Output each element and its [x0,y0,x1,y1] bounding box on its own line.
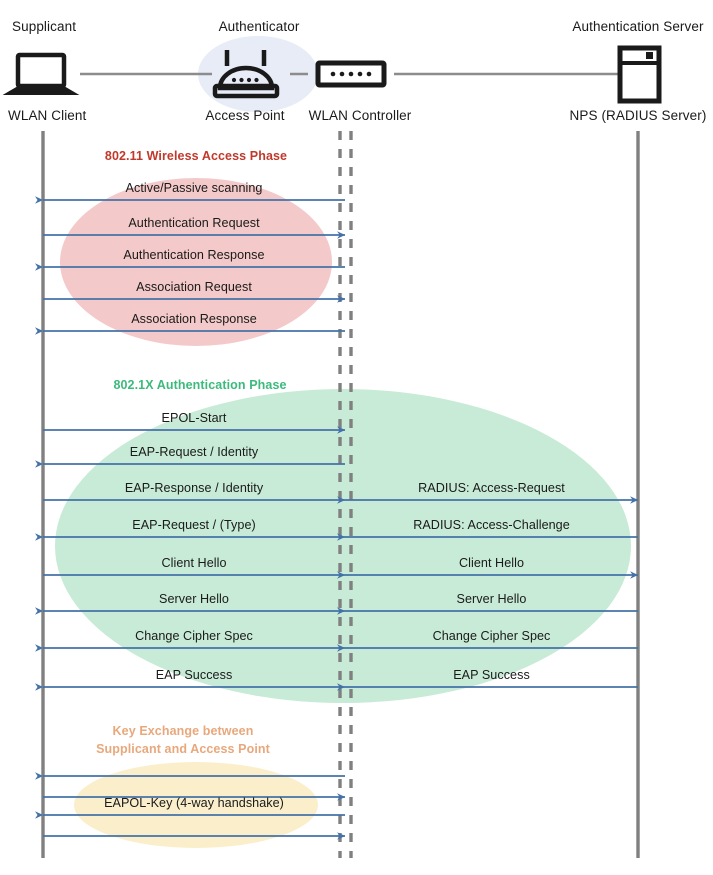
network-switch-icon [315,60,387,88]
message-label-left-6: EAP-Request / Identity [129,445,259,459]
message-label-left-9: Client Hello [161,556,227,570]
laptop-icon [2,52,80,95]
actor-caption-nps: NPS (RADIUS Server) [569,108,707,123]
message-label-left-12: EAP Success [155,668,233,682]
phase-ellipse-dot1x-authentication [55,389,631,703]
message-label-left-10: Server Hello [159,592,229,606]
message-label-left-11: Change Cipher Spec [135,629,253,643]
message-label-right-4: Change Cipher Spec [432,629,551,643]
message-label-left-1: Authentication Request [128,216,260,230]
phase-title-line: Key Exchange between [112,724,254,738]
actor-role-auth-server: Authentication Server [572,19,704,34]
message-label-right-2: Client Hello [459,556,524,570]
wireless-router-icon [212,50,280,99]
message-label-right-1: RADIUS: Access-Challenge [413,518,570,532]
phase-ellipse-group [55,178,631,848]
phase-title-line: 802.1X Authentication Phase [113,378,287,392]
message-label-left-2: Authentication Response [123,248,265,262]
message-label-left-5: EPOL-Start [161,411,227,425]
message-label-right-5: EAP Success [453,668,530,682]
actor-role-authenticator: Authenticator [218,19,300,34]
message-label-left-0: Active/Passive scanning [125,181,263,195]
message-label-right-3: Server Hello [456,592,527,606]
message-label-left-7: EAP-Response / Identity [124,481,264,495]
server-tower-icon [617,45,662,104]
phase-title-line: 802.11 Wireless Access Phase [104,149,288,163]
actor-caption-wlan-controller: WLAN Controller [308,108,412,123]
message-arrow-group [35,196,639,840]
actor-role-supplicant: Supplicant [12,19,77,34]
phase-ellipse-wireless-access [60,178,332,346]
message-label-left-4: Association Response [131,312,257,326]
lifeline-group [41,131,640,858]
phase-ellipse-key-exchange [74,762,318,848]
actor-caption-access-point: Access Point [205,108,285,123]
phase-title-wireless-access: 802.11 Wireless Access Phase [105,147,287,165]
phase-title-line: Supplicant and Access Point [96,742,270,756]
message-label-right-0: RADIUS: Access-Request [418,481,565,495]
message-label-left-8: EAP-Request / (Type) [132,518,256,532]
message-label-left-3: Association Request [136,280,252,294]
message-label-left-15: EAPOL-Key (4-way handshake) [104,796,284,810]
actor-caption-wlan-client: WLAN Client [8,108,87,123]
phase-title-dot1x-authentication: 802.1X Authentication Phase [113,376,286,394]
